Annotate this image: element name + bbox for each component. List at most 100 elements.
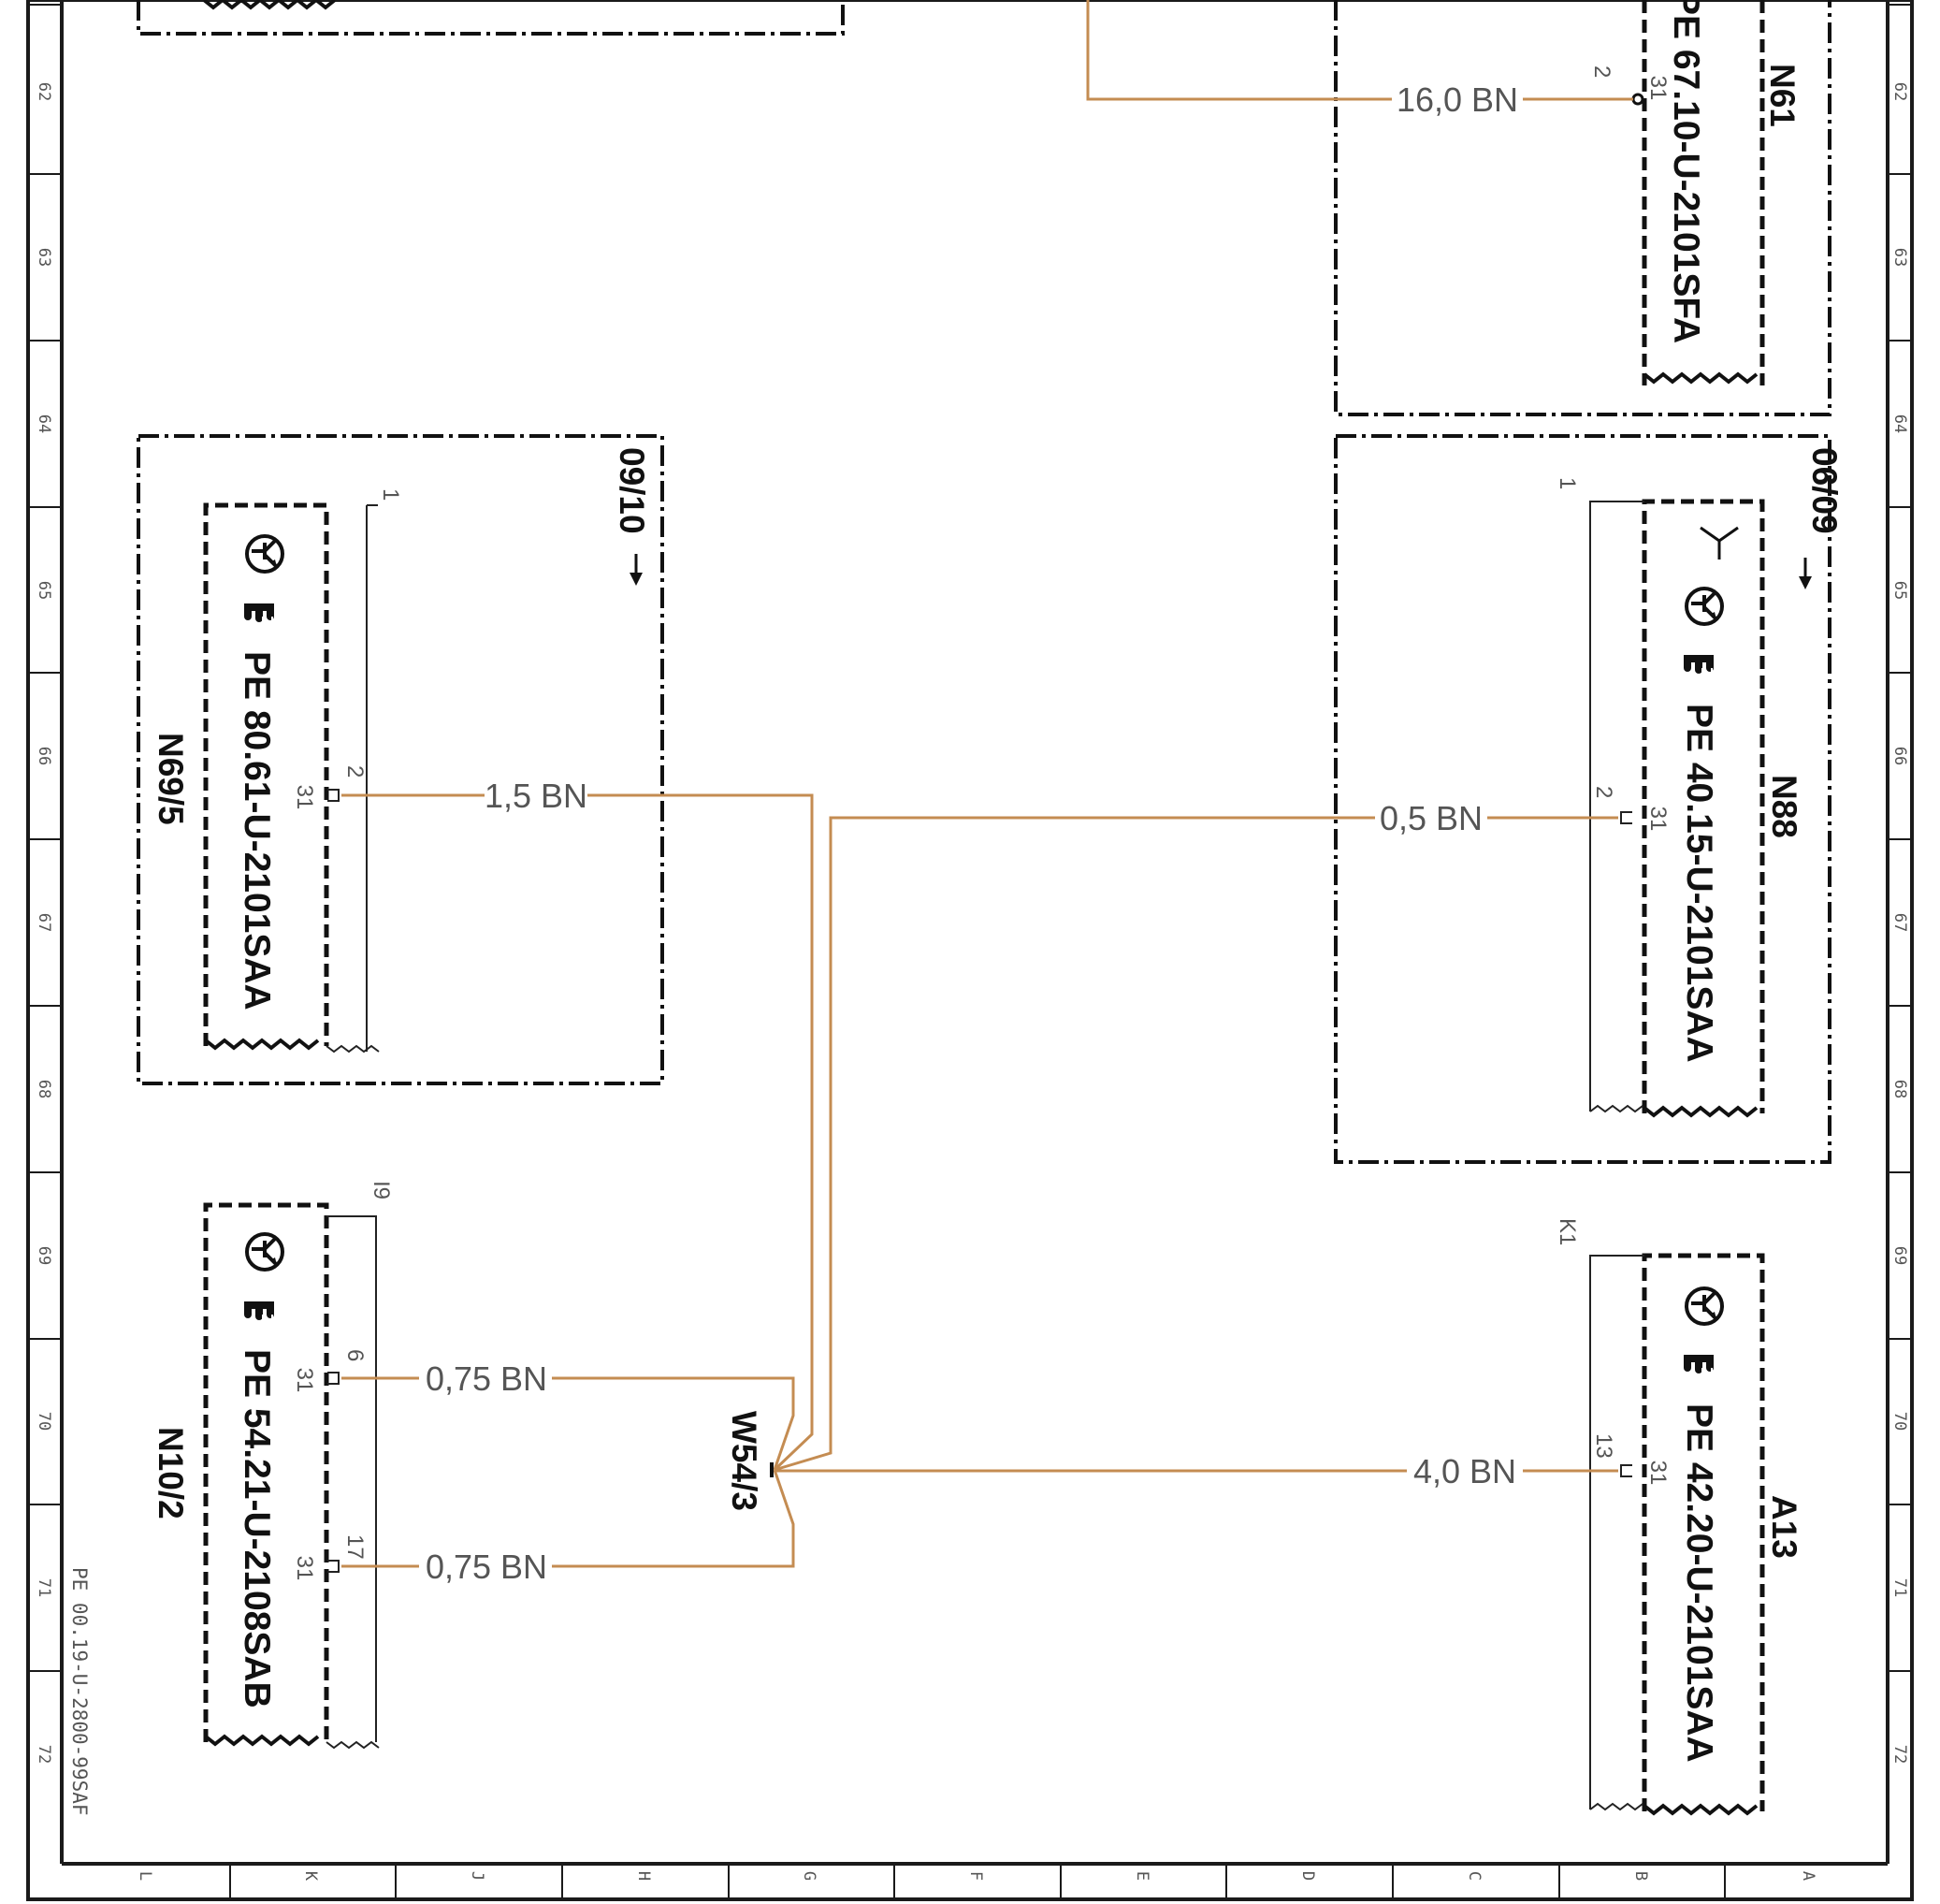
column-label: A bbox=[1799, 1871, 1817, 1881]
n69-pin bbox=[327, 789, 340, 802]
column-label: K bbox=[301, 1871, 320, 1882]
pointing-hand-icon bbox=[243, 603, 275, 632]
row-labels-left: 62 63 64 65 66 67 68 69 70 71 72 bbox=[35, 82, 53, 1764]
row-label: 62 bbox=[1890, 82, 1909, 101]
n61-pin-conn: 2 bbox=[1589, 65, 1614, 78]
antenna-icon bbox=[1700, 526, 1739, 560]
wire-a13-label: 4,0 BN bbox=[1413, 1452, 1516, 1490]
n69-group-box bbox=[137, 434, 664, 1085]
n88-component-box bbox=[1642, 499, 1765, 1113]
n10-label: N10/2 bbox=[152, 1427, 190, 1519]
n88-pin-conn: 2 bbox=[1591, 786, 1616, 798]
n10-connector-outline bbox=[326, 1215, 380, 1750]
n61-label: N61 bbox=[1763, 64, 1802, 127]
row-label: 72 bbox=[1890, 1745, 1909, 1764]
a13-label: A13 bbox=[1765, 1495, 1803, 1559]
column-label: D bbox=[1298, 1871, 1317, 1881]
n69-doc-ref: PE 80.61-U-2101SAA bbox=[237, 651, 277, 1010]
pointing-hand-icon bbox=[243, 1301, 275, 1330]
a13-connector-outline bbox=[1589, 1255, 1644, 1811]
row-label: 63 bbox=[1890, 248, 1909, 267]
arrow-down-icon bbox=[630, 554, 643, 586]
wire-n10b-path bbox=[552, 1469, 795, 1568]
n88-doc-ref: PE 40.15-U-2101SAA bbox=[1679, 704, 1719, 1063]
n88-connector-outline bbox=[1589, 501, 1644, 1113]
row-label: 67 bbox=[1890, 913, 1909, 932]
n88-label: N88 bbox=[1765, 775, 1803, 838]
n10-pin-no-a: 31 bbox=[292, 1368, 317, 1393]
row-label: 68 bbox=[35, 1080, 53, 1098]
cut-mark bbox=[204, 1038, 320, 1051]
a13-doc-ref: PE 42.20-U-2101SAA bbox=[1679, 1403, 1719, 1763]
n10-component-box bbox=[203, 1202, 329, 1742]
transistor-symbol-icon bbox=[245, 1232, 284, 1272]
n88-conn-label: 1 bbox=[1555, 477, 1580, 489]
n61-component-box bbox=[1642, 0, 1765, 385]
transistor-symbol-icon bbox=[1685, 587, 1724, 626]
n69-conn-label: 1 bbox=[378, 488, 403, 501]
row-label: 68 bbox=[1890, 1080, 1909, 1098]
pointing-hand-icon bbox=[1683, 654, 1715, 684]
column-label: E bbox=[1133, 1871, 1151, 1881]
row-label: 67 bbox=[35, 913, 53, 932]
n88-group-ref: 06/09 bbox=[1805, 447, 1844, 534]
row-ticks bbox=[28, 4, 1912, 1672]
cut-mark bbox=[1643, 1105, 1759, 1118]
row-label: 70 bbox=[35, 1412, 53, 1431]
n69-component-box bbox=[203, 502, 329, 1046]
a13-pin-conn: 13 bbox=[1591, 1433, 1616, 1459]
wire-n88-path bbox=[774, 816, 1375, 1472]
row-label: 70 bbox=[1890, 1412, 1909, 1431]
wire-n10a-label: 0,75 BN bbox=[426, 1359, 547, 1398]
row-label: 65 bbox=[35, 581, 53, 600]
a13-conn-label: K1 bbox=[1555, 1218, 1580, 1245]
a13-pin bbox=[1620, 1464, 1632, 1477]
row-label: 66 bbox=[1890, 747, 1909, 765]
n10-doc-ref: PE 54.21-U-2108SAB bbox=[237, 1349, 277, 1708]
wire-n69-label: 1,5 BN bbox=[485, 777, 587, 815]
column-label: J bbox=[468, 1871, 486, 1881]
row-label: 71 bbox=[1890, 1578, 1909, 1597]
row-label: 64 bbox=[1890, 414, 1909, 433]
n88-group-box bbox=[1334, 434, 1831, 1164]
column-label: H bbox=[634, 1871, 653, 1881]
n61-pin bbox=[1631, 93, 1644, 106]
n10-pin-no-b: 31 bbox=[292, 1556, 317, 1581]
row-label: 72 bbox=[35, 1745, 53, 1764]
column-label: B bbox=[1631, 1871, 1650, 1881]
wire-n88-label: 0,5 BN bbox=[1380, 799, 1483, 837]
column-label: F bbox=[966, 1871, 985, 1881]
wire-n61-path bbox=[1086, 0, 1392, 101]
row-label: 69 bbox=[35, 1246, 53, 1265]
top-left-group-box bbox=[137, 0, 845, 36]
n10-pin-conn-b: 17 bbox=[342, 1534, 368, 1560]
arrow-down-icon bbox=[1799, 558, 1812, 589]
n88-pin bbox=[1620, 811, 1632, 824]
cut-mark bbox=[1643, 371, 1759, 385]
n69-connector-outline bbox=[326, 505, 380, 1054]
row-label: 64 bbox=[35, 414, 53, 433]
row-label: 66 bbox=[35, 747, 53, 765]
column-label: G bbox=[800, 1871, 818, 1881]
transistor-symbol-icon bbox=[1685, 1286, 1724, 1326]
column-labels: L K J H G F E D C B A bbox=[136, 1871, 1817, 1882]
n10-pin-conn-a: 6 bbox=[342, 1349, 368, 1361]
n88-pin-no: 31 bbox=[1645, 807, 1671, 832]
row-label: 62 bbox=[35, 82, 53, 101]
n10-conn-label: I9 bbox=[369, 1181, 394, 1199]
column-label: C bbox=[1465, 1871, 1484, 1881]
cut-mark bbox=[202, 0, 337, 10]
row-labels-right: 62 63 64 65 66 67 68 69 70 71 72 bbox=[1890, 82, 1909, 1764]
n69-pin-conn: 2 bbox=[342, 765, 368, 778]
n10-pin-b bbox=[327, 1560, 340, 1573]
transistor-symbol-icon bbox=[245, 534, 284, 574]
a13-component-box bbox=[1642, 1253, 1765, 1811]
row-label: 71 bbox=[35, 1578, 53, 1597]
n69-pin-no: 31 bbox=[292, 785, 317, 810]
w54-label: W54/3 bbox=[725, 1411, 763, 1511]
wire-n10a-path bbox=[552, 1376, 795, 1471]
row-label: 69 bbox=[1890, 1246, 1909, 1265]
column-label: L bbox=[136, 1871, 154, 1881]
cut-mark bbox=[1643, 1803, 1759, 1816]
